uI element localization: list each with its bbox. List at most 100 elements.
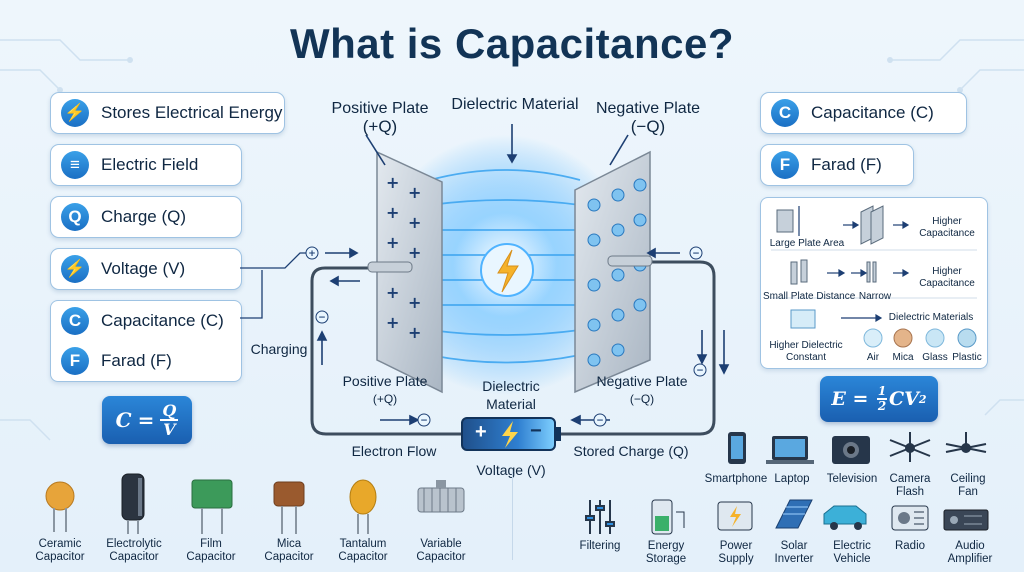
label-narrow: Narrow [858,291,892,302]
svg-text:+: + [386,173,399,192]
svg-text:+: + [386,313,399,332]
connector-line [240,270,263,319]
pill-label: Capacitance (C) [101,311,224,330]
capacitor-diagram: + + + + + + + + + + + − − − − − [240,124,730,451]
formula-energy-sup: 2 [918,392,927,406]
positive-terminal [367,261,413,273]
pill-label: Electric Field [101,155,199,174]
formula-c: C [115,408,132,432]
material-mica: Mica [892,352,914,363]
formula-eq: = [137,408,155,432]
pill-label: Farad (F) [811,155,882,174]
connector-line [240,252,306,269]
mica-capacitor-icon [273,481,305,534]
solar-inverter-icon [775,499,813,529]
label-stored-charge: Stored Charge (Q) [573,443,689,459]
field-lines-icon: ≡ [61,151,89,179]
label-dielectric-top: Dielectric Material [451,96,579,113]
formula-energy-prefix: E = [831,388,876,410]
pill-label: Voltage (V) [101,259,186,278]
pill-capacitance-right: C Capacitance (C) [760,92,967,134]
bolt-icon [497,249,519,293]
label-electron-flow: Electron Flow [351,443,437,459]
material-plastic: Plastic [952,352,982,363]
svg-text:+: + [386,283,399,302]
svg-text:−: − [596,416,604,426]
svg-text:+: + [408,323,421,342]
capacitance-icon: C [61,307,89,335]
battery-bolt-icon [502,421,518,448]
label-dielectric-materials: Dielectric Materials [888,312,974,323]
circuit-wires [310,260,716,436]
mica-swatch [893,328,913,348]
pill-voltage: ⚡ Voltage (V) [50,248,242,290]
formula-energy-tail: CV [889,388,919,410]
pill-label: Stores Electrical Energy [101,103,283,122]
energy-storage-icon [651,499,685,535]
label-negative-plate-top: Negative Plate (−Q) [595,100,701,136]
page-title: What is Capacitance? [289,20,735,67]
svg-text:+: + [308,249,316,259]
electrolytic-capacitor-icon [121,473,145,534]
bottom-divider [512,470,513,560]
pill-label: Capacitance (C) [811,103,934,122]
tantalum-capacitor-icon [349,479,377,534]
svg-text:+: + [408,293,421,312]
television-icon [832,436,870,464]
glass-swatch [925,328,945,348]
wire-charge-markers: + − − − − − [305,246,707,427]
farad-icon: F [61,347,89,375]
pill-label: Farad (F) [101,351,172,370]
label-positive-plate-bottom: Positive Plate (+Q) [342,373,428,406]
ceramic-capacitor-icon [45,481,75,532]
charge-icon: Q [61,203,89,231]
pill-label: Charge (Q) [101,207,187,226]
flow-arrows [316,124,730,426]
pill-farad-right: F Farad (F) [760,144,914,186]
factors-illustrations [771,205,977,348]
label-voltage: Voltage (V) [476,462,546,478]
svg-text:+: + [408,213,421,232]
svg-text:+: + [408,183,421,202]
capacitance-farad-card: C Capacitance (C) F Farad (F) [50,300,242,382]
label-positive-plate-top: Positive Plate (+Q) [331,100,429,136]
svg-text:−: − [318,313,326,323]
app-filtering: Filtering [579,540,621,552]
formula-c-equals-q-over-v: C = Q V [102,396,192,444]
battery-plus: + [475,421,487,443]
material-glass: Glass [922,352,948,363]
label-negative-plate-bottom: Negative Plate (−Q) [596,373,688,406]
svg-text:+: + [408,243,421,262]
pill-electric-field: ≡ Electric Field [50,144,242,186]
ceiling-fan-icon [945,432,987,453]
svg-text:−: − [696,366,704,376]
application-icons [585,499,989,535]
battery-minus: − [530,420,542,442]
formula-numerator: Q [162,401,177,420]
app-radio: Radio [894,540,926,552]
formula-denominator: V [163,420,176,439]
capacitance-icon: C [771,99,799,127]
pill-charge: Q Charge (Q) [50,196,242,238]
power-supply-icon [717,501,753,531]
lightning-icon: ⚡ [61,99,89,127]
device-television: Television [826,473,878,485]
camera-flash-icon [889,432,931,462]
capacitor-type-icons [45,473,465,534]
label-charging: Charging [250,341,308,357]
audio-amplifier-icon [943,509,989,531]
svg-text:−: − [692,249,700,259]
